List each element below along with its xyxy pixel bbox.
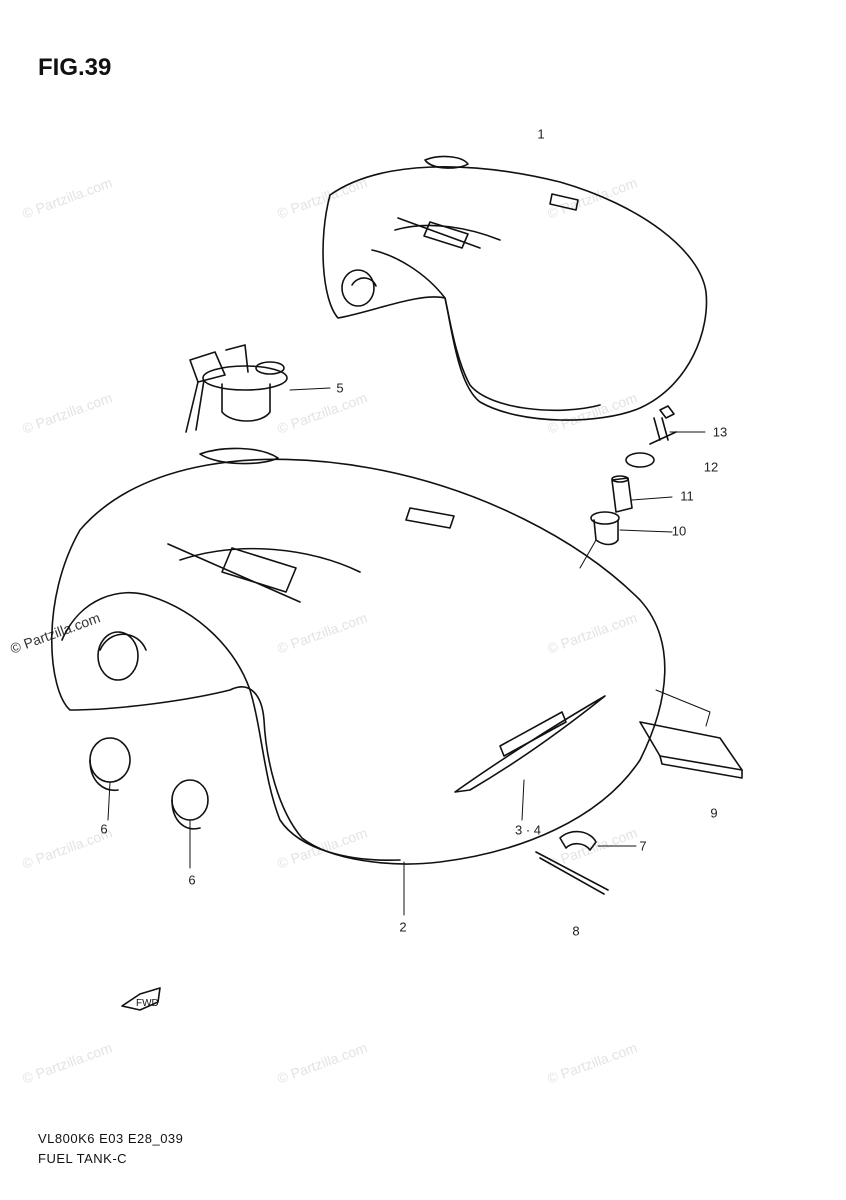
callout-3-4: 3 · 4 [514,822,542,838]
diagram-name: FUEL TANK-C [38,1151,128,1166]
callout-1: 1 [537,126,545,142]
clamp-7 [559,830,597,851]
diagram-code: VL800K6 E03 E28_039 [38,1131,184,1146]
fwd-arrow-icon: FWD [121,987,161,1011]
callout-6b: 6 [188,872,196,888]
callout-12: 12 [703,459,719,475]
bolt-13 [649,405,677,445]
pad-9 [639,721,743,779]
grommet-10 [590,511,620,546]
figure-title: FIG.39 [38,54,112,81]
leader-lines [107,387,711,916]
tie-8 [535,851,609,895]
callout-5: 5 [336,380,344,396]
callout-11: 11 [680,488,694,504]
fuel-cap [185,344,288,433]
callout-7: 7 [639,838,647,854]
callout-8: 8 [572,923,580,939]
fuel-tank-main [51,447,666,865]
svg-text:FWD: FWD [136,998,159,1009]
callout-13: 13 [712,424,728,440]
callout-2: 2 [399,919,407,935]
washer-12 [625,452,655,468]
fuel-tank-upper [322,155,708,421]
callout-9: 9 [710,805,718,821]
callout-6a: 6 [100,821,108,837]
collar-11 [611,475,633,513]
callout-10: 10 [671,523,687,539]
